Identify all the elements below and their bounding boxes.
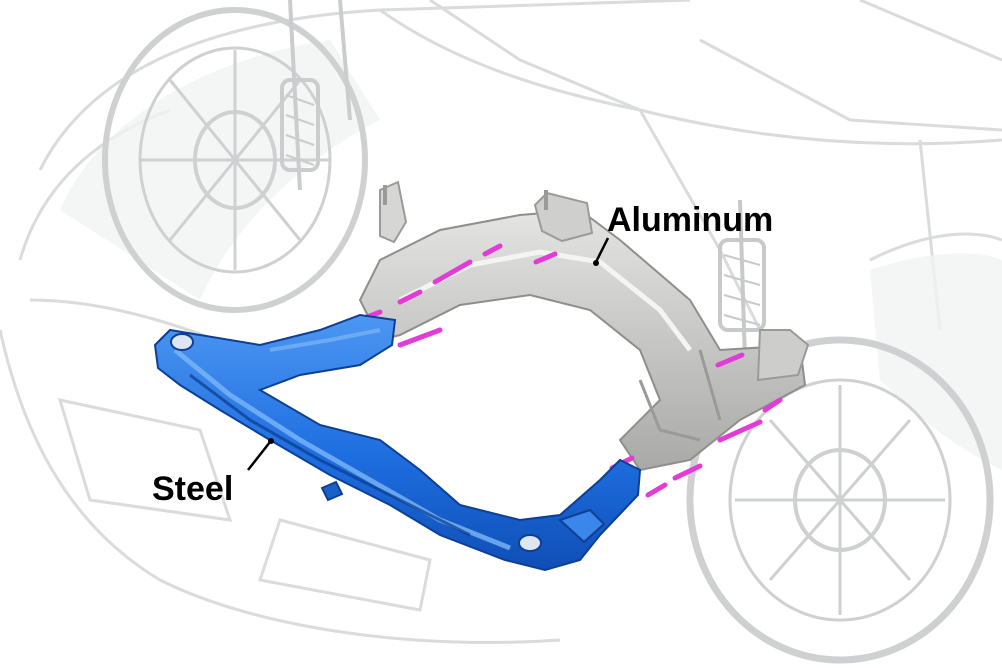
left-wheel-ghost — [102, 7, 368, 313]
aluminum-label: Aluminum — [607, 201, 774, 239]
callout-leaders — [247, 237, 610, 471]
left-strut-ghost — [280, 0, 352, 191]
weld-seams — [357, 243, 783, 498]
right-strut-ghost — [718, 199, 766, 361]
steel-label: Steel — [152, 470, 234, 508]
steel-leader-line — [247, 441, 271, 471]
right-wheel-ghost — [686, 336, 994, 664]
steel-subframe — [153, 313, 642, 572]
aluminum-leader-line — [594, 237, 610, 263]
aluminum-subframe — [358, 180, 810, 472]
